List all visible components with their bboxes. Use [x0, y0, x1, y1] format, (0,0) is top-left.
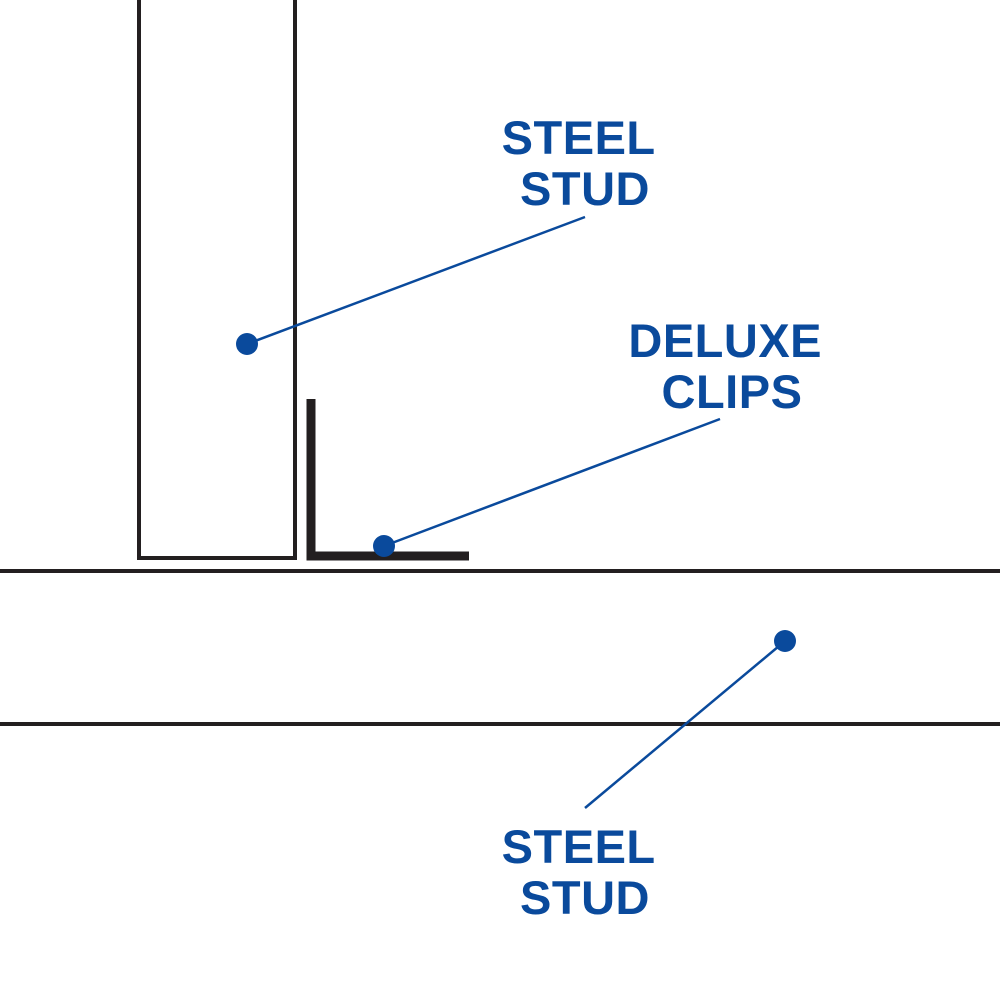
label-horizontal-stud: STEEL STUD: [502, 820, 669, 924]
deluxe-clip-angle: [306, 399, 469, 561]
leader-dot: [774, 630, 796, 652]
label-line-1: STEEL: [502, 820, 655, 873]
leader-horizontal-stud: [584, 630, 796, 809]
leader-line: [584, 640, 786, 809]
leader-vertical-stud: [236, 215, 586, 355]
vertical-stud-outline: [137, 0, 297, 560]
leader-line: [246, 215, 586, 346]
leader-deluxe-clip: [373, 417, 721, 557]
label-line-2: STUD: [520, 871, 650, 924]
leader-dot: [236, 333, 258, 355]
label-vertical-stud: STEEL STUD: [502, 111, 669, 215]
label-line-1: STEEL: [502, 111, 655, 164]
label-line-2: STUD: [520, 162, 650, 215]
leader-dot: [373, 535, 395, 557]
label-line-2: CLIPS: [662, 365, 803, 418]
horizontal-steel-stud: [0, 569, 1000, 726]
label-line-1: DELUXE: [628, 314, 822, 367]
label-deluxe-clips: DELUXE CLIPS: [628, 314, 835, 418]
vertical-steel-stud: [137, 0, 297, 560]
leader-line: [383, 417, 721, 548]
